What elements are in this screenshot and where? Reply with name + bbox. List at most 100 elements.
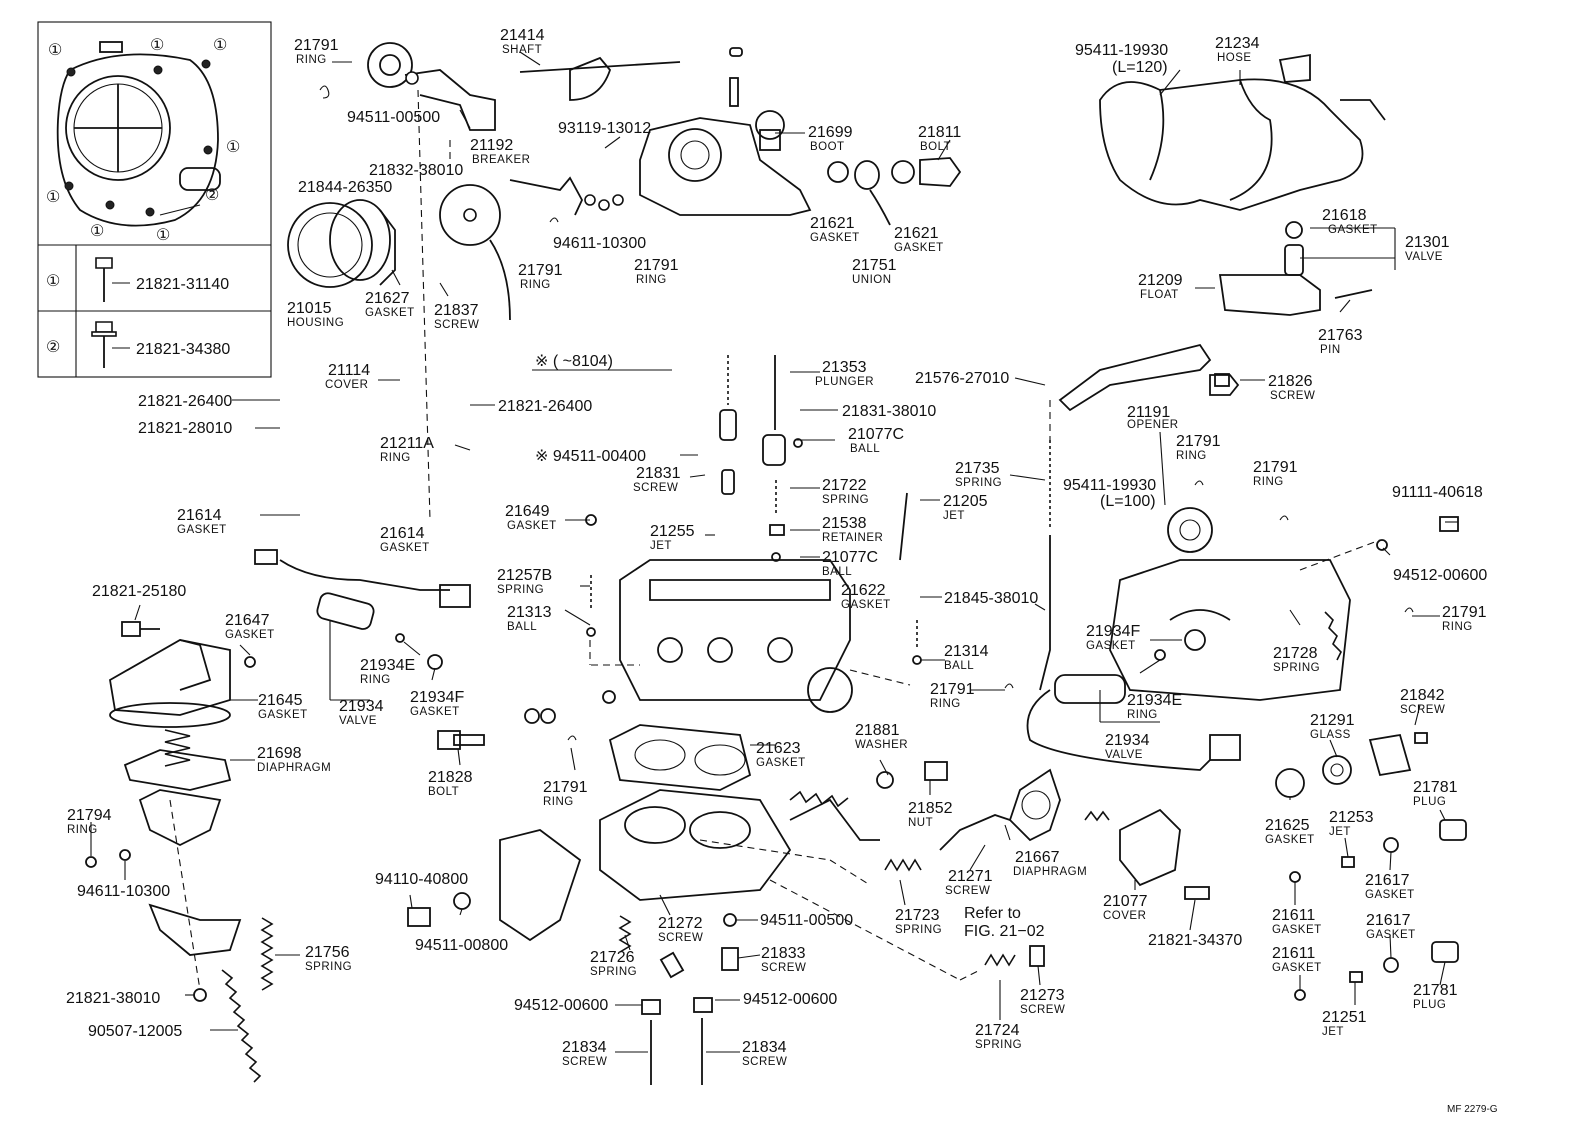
svg-text:GASKET: GASKET [894, 242, 944, 254]
svg-text:COVER: COVER [325, 379, 368, 391]
svg-text:21314: 21314 [944, 643, 989, 660]
svg-text:RING: RING [380, 452, 411, 464]
label: 21821-34370 [1148, 932, 1242, 949]
svg-text:21621: 21621 [894, 225, 939, 242]
svg-text:21077: 21077 [1103, 893, 1148, 910]
svg-text:21414: 21414 [500, 27, 545, 44]
svg-text:93119-13012: 93119-13012 [558, 120, 651, 137]
svg-text:21617: 21617 [1366, 912, 1411, 929]
label: 94511-00500 [347, 109, 440, 126]
label: 90507-12005 [88, 1023, 182, 1040]
svg-text:21791: 21791 [1176, 433, 1221, 450]
label: 21845-38010 [944, 590, 1038, 607]
svg-text:21251: 21251 [1322, 1009, 1367, 1026]
svg-text:21576-27010: 21576-27010 [915, 370, 1009, 387]
svg-text:21614: 21614 [380, 525, 425, 542]
svg-text:RING: RING [636, 274, 667, 286]
label: 95411-19930(L=120) [1075, 42, 1168, 76]
svg-text:GASKET: GASKET [1365, 889, 1415, 901]
dashed-connectors [169, 89, 1381, 991]
svg-text:21834: 21834 [562, 1039, 607, 1056]
label: 21831-38010 [842, 403, 936, 420]
inset-panel: ① ① ① ① ① ① ① ② ① 21821-31140 ② 21821-34… [37, 21, 272, 378]
svg-text:GASKET: GASKET [1086, 640, 1136, 652]
svg-text:BOLT: BOLT [428, 786, 459, 798]
marker-1: ① [156, 227, 170, 244]
svg-text:21751: 21751 [852, 257, 897, 274]
svg-text:RETAINER: RETAINER [822, 532, 883, 544]
svg-text:BALL: BALL [850, 443, 880, 455]
svg-text:21821-34370: 21821-34370 [1148, 932, 1242, 949]
svg-text:21794: 21794 [67, 807, 112, 824]
svg-text:91111-40618: 91111-40618 [1392, 484, 1483, 501]
label: 21821-26400 [138, 393, 232, 410]
svg-text:21837: 21837 [434, 302, 479, 319]
svg-text:SPRING: SPRING [305, 961, 352, 973]
svg-text:21791: 21791 [543, 779, 588, 796]
svg-text:21832-38010: 21832-38010 [369, 162, 463, 179]
svg-text:PLUG: PLUG [1413, 796, 1446, 808]
svg-text:(L=100): (L=100) [1100, 493, 1156, 510]
svg-text:SPRING: SPRING [975, 1039, 1022, 1051]
svg-text:21821-38010: 21821-38010 [66, 990, 160, 1007]
svg-text:FLOAT: FLOAT [1140, 289, 1179, 301]
svg-text:SCREW: SCREW [658, 932, 703, 944]
svg-text:94512-00600: 94512-00600 [743, 991, 837, 1008]
svg-text:21611: 21611 [1272, 945, 1315, 962]
svg-text:SPRING: SPRING [955, 477, 1002, 489]
ring-clips [319, 85, 1414, 741]
svg-text:JET: JET [1329, 826, 1351, 838]
svg-text:JET: JET [650, 540, 672, 552]
svg-text:21234: 21234 [1215, 35, 1260, 52]
choke-breaker [367, 42, 496, 131]
svg-text:94512-00600: 94512-00600 [514, 997, 608, 1014]
svg-text:OPENER: OPENER [1127, 419, 1179, 431]
svg-text:21833: 21833 [761, 945, 806, 962]
svg-text:90507-12005: 90507-12005 [88, 1023, 182, 1040]
svg-text:21842: 21842 [1400, 687, 1445, 704]
svg-text:21114: 21114 [328, 362, 370, 379]
svg-text:VALVE: VALVE [1405, 251, 1443, 263]
svg-text:GASKET: GASKET [841, 599, 891, 611]
svg-text:GASKET: GASKET [1272, 924, 1322, 936]
svg-text:RING: RING [1127, 709, 1158, 721]
inset-row-1: ① 21821-31140 [46, 257, 229, 302]
svg-text:RING: RING [67, 824, 98, 836]
svg-text:GASKET: GASKET [1265, 834, 1315, 846]
svg-text:SCREW: SCREW [562, 1056, 607, 1068]
svg-text:DIAPHRAGM: DIAPHRAGM [1013, 866, 1087, 878]
svg-text:21831-38010: 21831-38010 [842, 403, 936, 420]
marker-1: ① [213, 37, 227, 54]
